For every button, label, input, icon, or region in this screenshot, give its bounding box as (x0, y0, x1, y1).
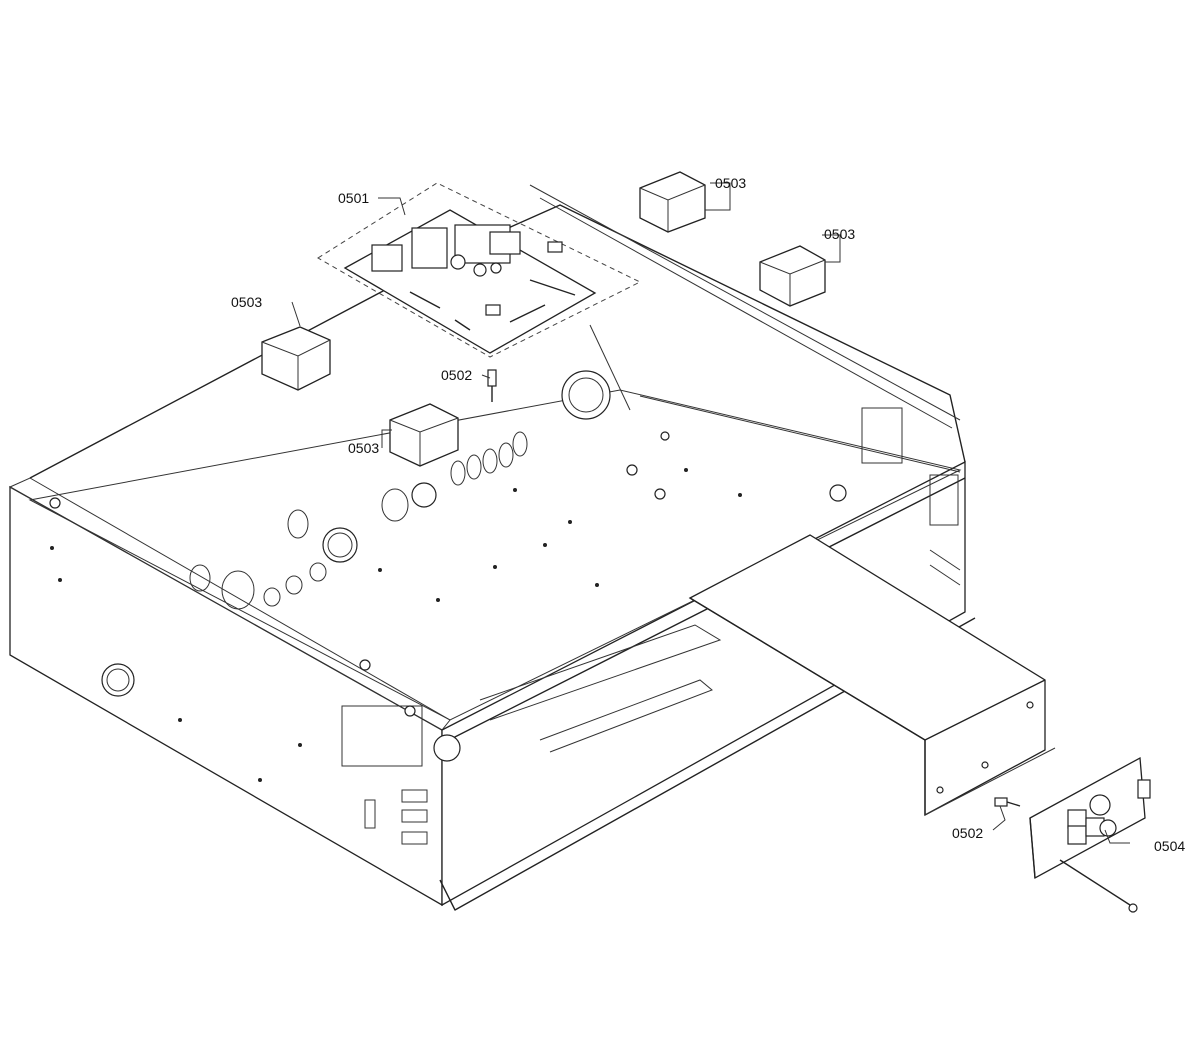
cover-panel (688, 534, 1056, 817)
callout-0502-bottom: 0502 (952, 825, 984, 841)
callout-0502-top: 0502 (441, 367, 473, 383)
relay-top-center (639, 171, 706, 233)
board-bracket (1029, 756, 1151, 913)
callout-0501: 0501 (338, 190, 370, 206)
screw-bottom (994, 797, 1021, 807)
callout-0503-top-center: 0503 (715, 175, 747, 191)
relay-top-right (759, 245, 826, 307)
control-board-main (317, 182, 642, 358)
relay-left-lower (389, 403, 459, 467)
screw-top (487, 369, 497, 402)
leader-lines (291, 182, 1130, 844)
callout-0503-left-lower: 0503 (348, 440, 380, 456)
callout-0504: 0504 (1154, 838, 1186, 854)
callout-0503-top-right: 0503 (824, 226, 856, 242)
relay-left-upper (261, 326, 331, 391)
callout-0503-left-upper: 0503 (231, 294, 263, 310)
side-panel-cutout (341, 705, 423, 767)
